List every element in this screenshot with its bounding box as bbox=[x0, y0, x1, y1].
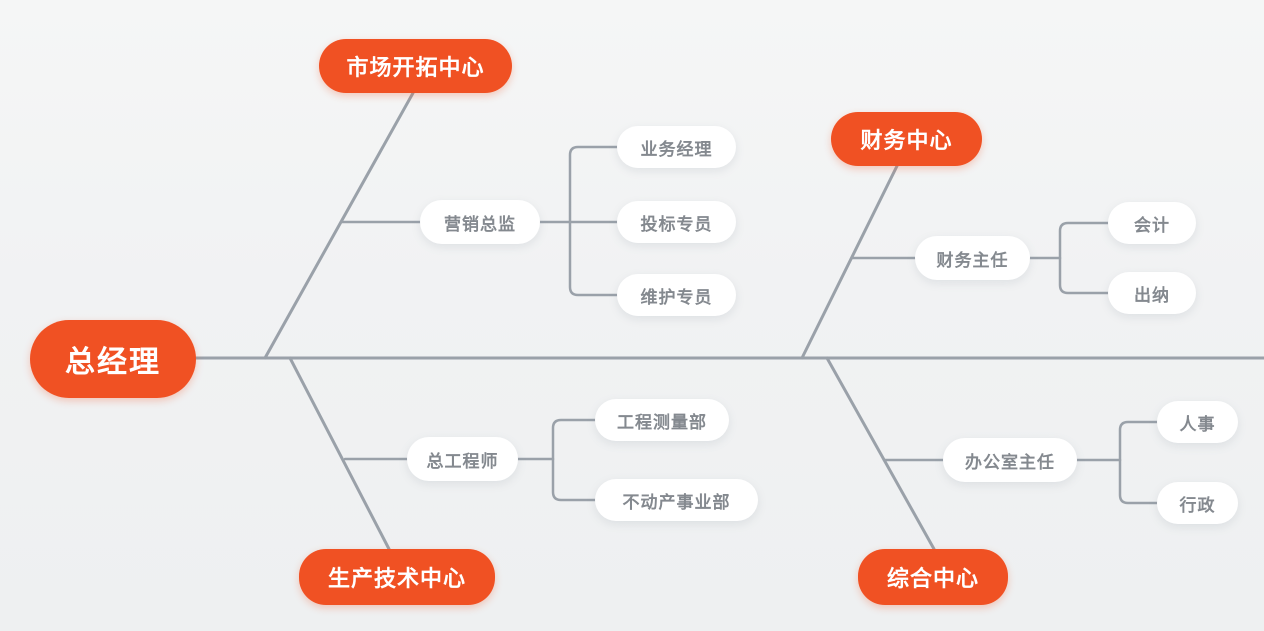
branch-node-production-center[interactable]: 生产技术中心 bbox=[299, 549, 495, 605]
branch-node-general-center[interactable]: 综合中心 bbox=[858, 549, 1008, 605]
node-label: 业务经理 bbox=[640, 139, 713, 159]
root-node-general-manager[interactable]: 总经理 bbox=[30, 320, 196, 398]
node-label: 会计 bbox=[1134, 215, 1170, 235]
diagonal-market-center bbox=[263, 91, 415, 360]
leaf-node-cashier[interactable]: 出纳 bbox=[1108, 272, 1196, 314]
leaf-node-bidding-specialist[interactable]: 投标专员 bbox=[617, 201, 736, 243]
node-label: 财务主任 bbox=[936, 250, 1009, 270]
subnode-finance-director[interactable]: 财务主任 bbox=[915, 236, 1030, 280]
bracket-finance-children bbox=[1058, 221, 1110, 295]
node-label: 办公室主任 bbox=[965, 452, 1055, 472]
leaf-node-accountant[interactable]: 会计 bbox=[1108, 202, 1196, 244]
bracket-marketing-children bbox=[568, 145, 619, 297]
leaf-node-maintenance-specialist[interactable]: 维护专员 bbox=[617, 274, 736, 316]
bracket-engineer-children bbox=[551, 418, 597, 502]
leaf-node-survey-department[interactable]: 工程测量部 bbox=[595, 399, 729, 441]
node-label: 人事 bbox=[1179, 414, 1216, 434]
subnode-office-director[interactable]: 办公室主任 bbox=[943, 438, 1077, 482]
subnode-marketing-director[interactable]: 营销总监 bbox=[420, 200, 540, 244]
leaf-node-business-manager[interactable]: 业务经理 bbox=[617, 126, 736, 168]
leaf-node-administration[interactable]: 行政 bbox=[1157, 482, 1238, 524]
leaf-node-real-estate-division[interactable]: 不动产事业部 bbox=[595, 479, 758, 521]
node-label: 营销总监 bbox=[444, 214, 516, 234]
leaf-node-hr[interactable]: 人事 bbox=[1157, 401, 1238, 443]
subnode-chief-engineer[interactable]: 总工程师 bbox=[407, 437, 518, 481]
node-label: 出纳 bbox=[1134, 285, 1170, 305]
node-label: 不动产事业部 bbox=[622, 492, 731, 512]
branch-node-market-center[interactable]: 市场开拓中心 bbox=[319, 39, 512, 93]
node-label: 生产技术中心 bbox=[327, 566, 466, 591]
node-label: 综合中心 bbox=[886, 566, 979, 591]
diagonal-finance-center bbox=[800, 164, 899, 360]
node-label: 维护专员 bbox=[640, 287, 713, 307]
node-label: 市场开拓中心 bbox=[346, 55, 485, 80]
branch-node-finance-center[interactable]: 财务中心 bbox=[831, 112, 982, 166]
bracket-office-children bbox=[1118, 420, 1159, 505]
node-label: 总工程师 bbox=[426, 451, 499, 471]
node-label: 财务中心 bbox=[860, 128, 953, 153]
node-label: 投标专员 bbox=[640, 214, 713, 234]
node-label: 行政 bbox=[1179, 495, 1216, 515]
node-label: 工程测量部 bbox=[617, 412, 707, 432]
diagonal-general-center bbox=[825, 356, 936, 551]
node-label: 总经理 bbox=[65, 346, 161, 379]
diagonal-production-center bbox=[288, 356, 391, 551]
